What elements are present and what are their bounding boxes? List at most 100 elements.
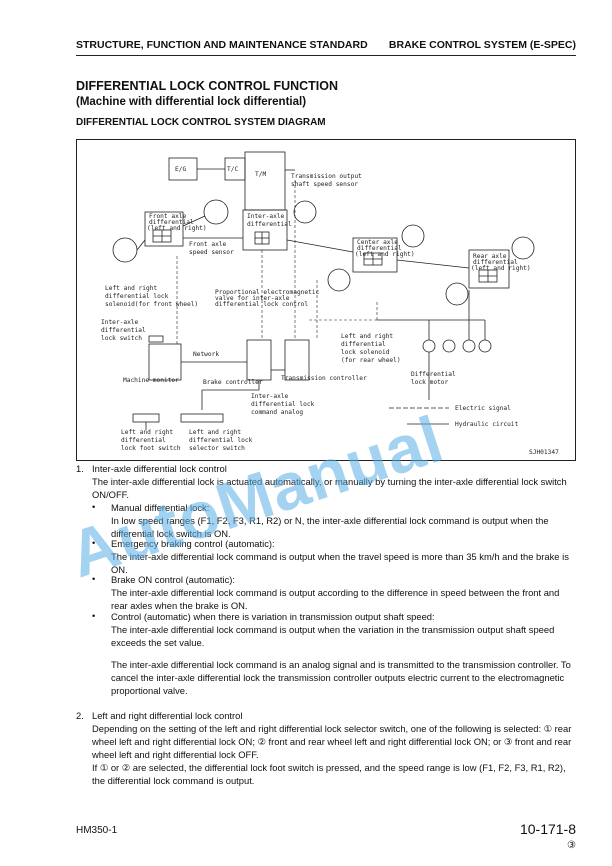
item2-title: Left and right differential lock control bbox=[92, 710, 243, 721]
label-front-diff-1: Front axle bbox=[149, 213, 187, 220]
center-right-wheel bbox=[401, 224, 425, 248]
label-inter-diff-2: differential bbox=[247, 221, 292, 228]
section-heading: DIFFERENTIAL LOCK CONTROL SYSTEM DIAGRAM bbox=[76, 117, 326, 128]
bullet-dot: • bbox=[92, 537, 96, 548]
label-diff-motor-1: Differential bbox=[411, 371, 456, 378]
page-header: STRUCTURE, FUNCTION AND MAINTENANCE STAN… bbox=[76, 39, 576, 55]
label-brake-controller: Brake controller bbox=[203, 379, 263, 386]
label-inter-switch-3: lock switch bbox=[101, 335, 142, 342]
item2-number: 2. bbox=[76, 710, 84, 721]
bullet-dot: • bbox=[92, 501, 96, 512]
item2-text1: Depending on the setting of the left and… bbox=[92, 723, 572, 760]
page-title: DIFFERENTIAL LOCK CONTROL FUNCTION bbox=[76, 79, 339, 93]
bullet4-text: The inter-axle differential lock command… bbox=[111, 624, 555, 648]
label-command-2: differential lock bbox=[251, 401, 315, 408]
system-diagram: E/G T/C T/M Transmission output shaft sp… bbox=[76, 139, 576, 461]
label-prop-valve-2: valve for inter-axle bbox=[215, 295, 290, 302]
label-selector-1: Left and right bbox=[189, 429, 241, 436]
label-front-sol-2: differential lock bbox=[105, 293, 169, 300]
bullet1-head: Manual differential lock: bbox=[111, 502, 210, 513]
label-rear-diff-2: differential bbox=[473, 259, 518, 266]
bullet1-text: In low speed ranges (F1, F2, F3, R1, R2)… bbox=[111, 515, 549, 539]
label-trans-controller: Transmission controller bbox=[281, 375, 367, 382]
label-tm: T/M bbox=[255, 171, 266, 178]
label-eg: E/G bbox=[175, 166, 186, 173]
label-rear-sol-4: (for rear wheel) bbox=[341, 357, 401, 364]
label-foot-switch-1: Left and right bbox=[121, 429, 173, 436]
label-center-diff-1: Center axle bbox=[357, 239, 398, 246]
label-foot-switch-2: differential bbox=[121, 437, 166, 444]
transmission-sensor-circle bbox=[293, 200, 317, 224]
label-front-sol-1: Left and right bbox=[105, 285, 157, 292]
item1-title: Inter-axle differential lock control bbox=[92, 463, 227, 474]
label-front-sol-3: solenoid(for front wheel) bbox=[105, 301, 198, 308]
inter-axle-switch bbox=[148, 335, 164, 343]
bullet-dot: • bbox=[92, 573, 96, 584]
legend-electric-label: Electric signal bbox=[455, 405, 511, 412]
front-left-wheel bbox=[112, 237, 138, 263]
header-right: BRAKE CONTROL SYSTEM (E-SPEC) bbox=[388, 39, 576, 51]
header-rule bbox=[76, 55, 576, 56]
center-axle-diff-box bbox=[352, 237, 398, 273]
label-inter-switch-1: Inter-axle bbox=[101, 319, 139, 326]
machine-monitor-box bbox=[148, 343, 182, 381]
label-prop-valve-1: Proportional electromagnetic bbox=[215, 289, 320, 296]
bullet2-head: Emergency braking control (automatic): bbox=[111, 538, 275, 549]
footer-page: 10-171-8 bbox=[519, 821, 576, 837]
label-front-diff-2: differential bbox=[149, 219, 194, 226]
label-command-1: Inter-axle bbox=[251, 393, 289, 400]
brake-controller-box bbox=[246, 339, 272, 381]
label-prop-valve-3: differential lock control bbox=[215, 301, 308, 308]
legend-hydraulic-label: Hydraulic circuit bbox=[455, 421, 519, 428]
front-right-wheel bbox=[203, 199, 229, 225]
label-front-speed-2: speed sensor bbox=[189, 249, 234, 256]
front-axle-diff-box bbox=[144, 211, 184, 247]
footer-revision: ③ bbox=[567, 840, 576, 851]
rear-right-wheel bbox=[511, 236, 535, 260]
label-rear-sol-2: differential bbox=[341, 341, 386, 348]
motor-1 bbox=[422, 339, 436, 353]
diagram-code: SJH01347 bbox=[529, 449, 559, 456]
item1-note: The inter-axle differential lock command… bbox=[111, 659, 571, 696]
label-selector-3: selector switch bbox=[189, 445, 245, 452]
rear-left-wheel bbox=[445, 282, 469, 306]
rear-axle-diff-box bbox=[468, 249, 510, 289]
label-front-speed-1: Front axle bbox=[189, 241, 227, 248]
page-subtitle: (Machine with differential lock differen… bbox=[76, 96, 307, 108]
diagram-svg: E/G T/C T/M Transmission output shaft sp… bbox=[101, 151, 559, 456]
inter-axle-diff-box bbox=[242, 209, 288, 251]
motor-3 bbox=[462, 339, 476, 353]
label-center-diff-3: (left and right) bbox=[355, 251, 415, 258]
label-inter-diff-1: Inter-axle bbox=[247, 213, 285, 220]
center-left-wheel bbox=[327, 268, 351, 292]
label-tc: T/C bbox=[227, 166, 238, 173]
label-rear-sol-3: lock solenoid bbox=[341, 349, 390, 356]
label-network: Network bbox=[193, 351, 219, 358]
transmission-controller-box bbox=[284, 339, 310, 381]
bullet4-head: Control (automatic) when there is variat… bbox=[111, 611, 435, 622]
label-diff-motor-2: lock motor bbox=[411, 379, 449, 386]
label-rear-sol-1: Left and right bbox=[341, 333, 393, 340]
label-inter-switch-2: differential bbox=[101, 327, 146, 334]
label-foot-switch-3: lock foot switch bbox=[121, 445, 181, 452]
label-trans-sensor-2: shaft speed sensor bbox=[291, 181, 358, 188]
motor-2 bbox=[442, 339, 456, 353]
label-rear-diff-1: Rear axle bbox=[473, 253, 507, 260]
label-selector-2: differential lock bbox=[189, 437, 253, 444]
foot-switch bbox=[132, 413, 160, 423]
label-machine-monitor: Machine monitor bbox=[123, 377, 179, 384]
label-rear-diff-3: (left and right) bbox=[471, 265, 531, 272]
header-left: STRUCTURE, FUNCTION AND MAINTENANCE STAN… bbox=[76, 39, 368, 51]
bullet3-text: The inter-axle differential lock command… bbox=[111, 587, 560, 611]
transmission-box bbox=[244, 151, 286, 211]
item2-text2: If ① or ② are selected, the differential… bbox=[92, 762, 566, 786]
bullet-dot: • bbox=[92, 610, 96, 621]
label-trans-sensor-1: Transmission output bbox=[291, 173, 362, 180]
label-front-diff-3: (left and right) bbox=[147, 225, 207, 232]
label-center-diff-2: differential bbox=[357, 245, 402, 252]
footer-model: HM350-1 bbox=[76, 825, 118, 836]
motor-4 bbox=[478, 339, 492, 353]
label-command-3: command analog bbox=[251, 409, 303, 416]
bullet3-head: Brake ON control (automatic): bbox=[111, 574, 235, 585]
item1-intro: The inter-axle differential lock is actu… bbox=[92, 476, 567, 500]
